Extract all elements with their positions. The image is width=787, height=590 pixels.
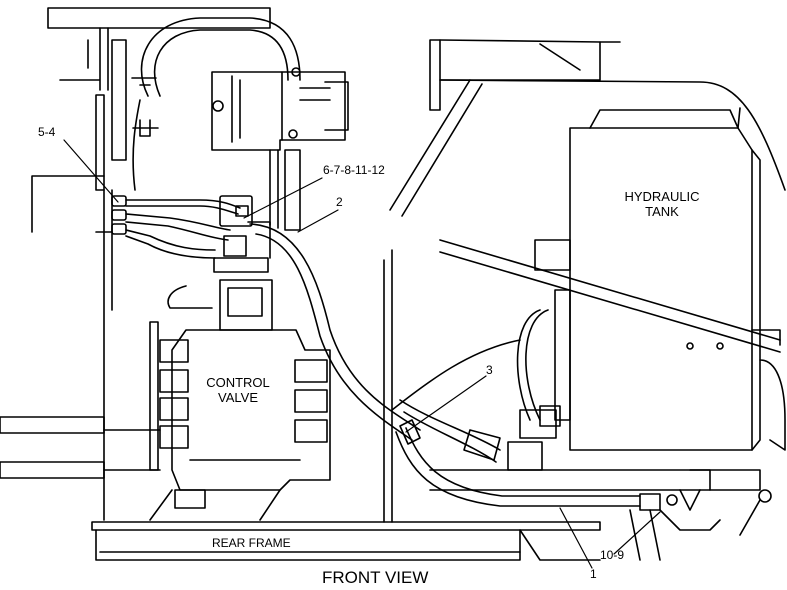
view-title: FRONT VIEW — [322, 568, 429, 587]
control-valve-label: CONTROL VALVE — [198, 376, 278, 404]
callout-2: 2 — [336, 195, 343, 209]
hose-1 — [395, 427, 721, 561]
hose-3 — [399, 399, 501, 463]
hose-2 — [249, 223, 421, 441]
callout-6-7-8-11-12: 6-7-8-11-12 — [323, 163, 385, 177]
pump-assembly — [211, 67, 349, 231]
rear-frame-label: REAR FRAME — [212, 536, 291, 550]
hydraulic-tank-label-line2: TANK — [645, 204, 679, 219]
clamp-assembly — [213, 195, 271, 273]
callout-3: 3 — [486, 363, 493, 377]
hydraulic-tank-body — [516, 107, 786, 451]
hydraulic-tank-label: HYDRAULIC TANK — [616, 190, 708, 218]
upper-left-frame — [31, 7, 271, 233]
hydraulic-tank-label-line1: HYDRAULIC — [624, 189, 700, 204]
tank-outlet-fittings — [429, 405, 772, 536]
callout-5-4: 5-4 — [38, 125, 56, 139]
upper-hose-bundle — [125, 199, 241, 259]
leader-lines — [63, 139, 661, 569]
rear-frame-rail — [91, 521, 601, 561]
callout-10-9: 10-9 — [600, 548, 625, 562]
control-valve-body — [149, 279, 331, 521]
main-frame-lines — [383, 39, 786, 523]
upper-hose-loops — [132, 17, 301, 191]
control-valve-label-line1: CONTROL — [206, 375, 270, 390]
left-outboard-beams — [0, 416, 161, 479]
callout-1: 1 — [590, 567, 597, 581]
control-valve-label-line2: VALVE — [218, 390, 258, 405]
